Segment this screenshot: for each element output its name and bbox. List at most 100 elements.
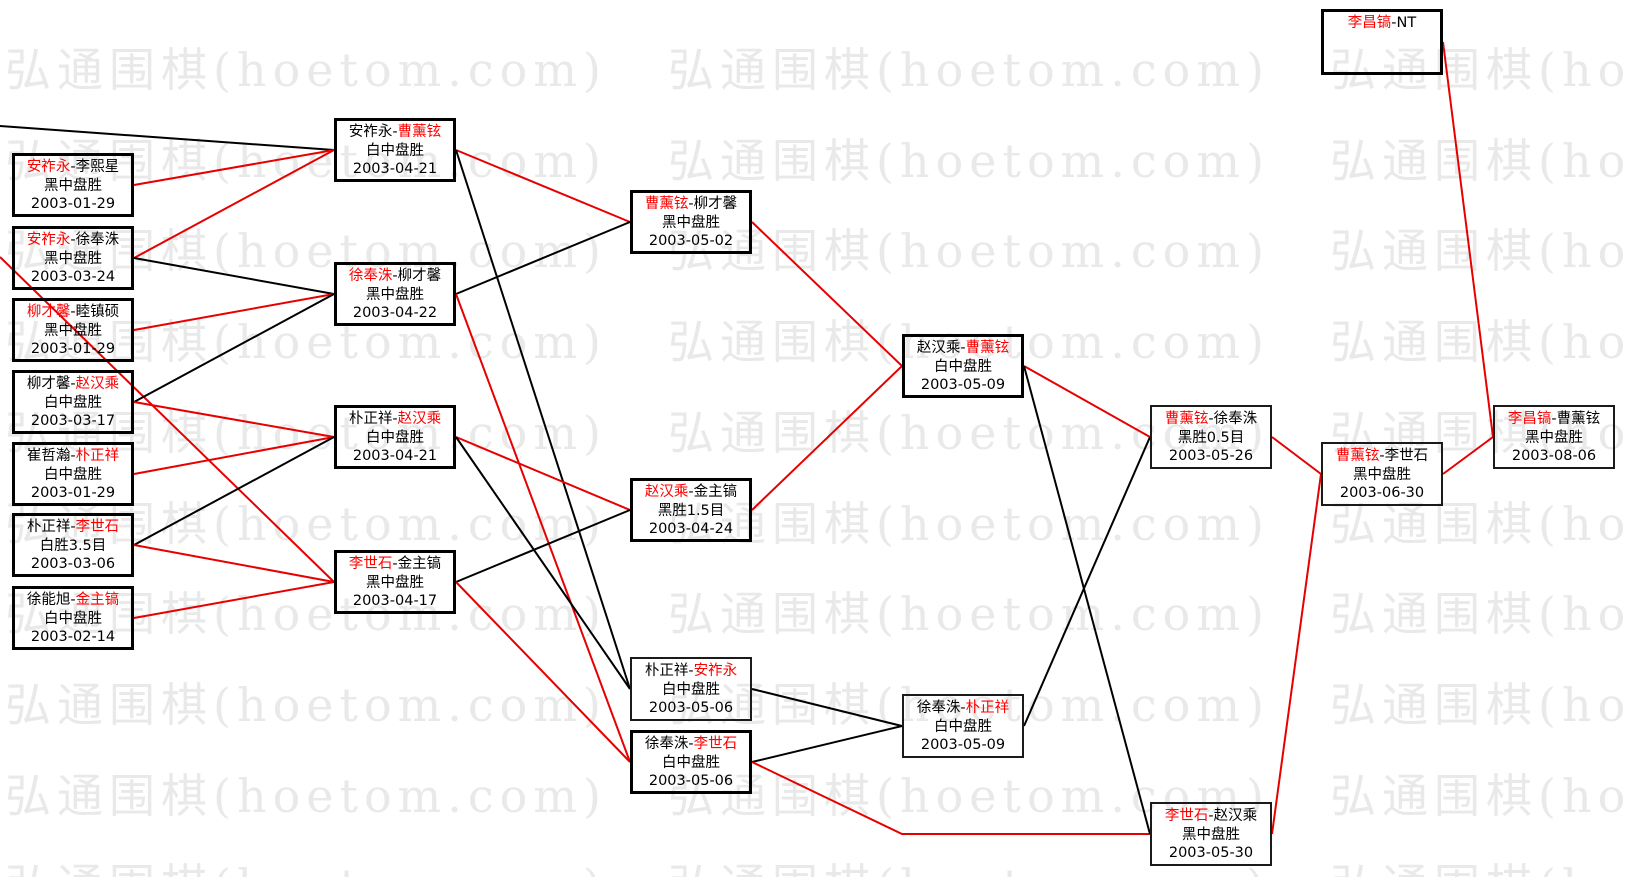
watermark-text: 弘通围棋(hoetom.com) — [668, 134, 1270, 188]
bracket-connector-black — [1023, 436, 1151, 727]
bracket-connector-red — [1023, 365, 1151, 438]
match-card: 安祚永-徐奉洙 黑中盘胜 2003-03-24 — [12, 226, 134, 290]
match-date: 2003-05-09 — [920, 737, 1006, 753]
match-date: 2003-05-02 — [648, 233, 734, 249]
match-date: 2003-06-30 — [1339, 485, 1425, 501]
player-name: 安祚永 — [693, 663, 738, 679]
player-name: 安祚永 — [26, 232, 71, 248]
name-separator: - — [392, 411, 398, 427]
watermark-text: 弘通围棋(hoetom.com) — [668, 497, 1270, 551]
watermark-text: 弘通围棋(hoetom.com) — [1330, 769, 1627, 823]
name-separator: - — [1208, 808, 1214, 824]
watermark-text: 弘通围棋(hoetom.com) — [668, 406, 1270, 460]
name-separator: - — [70, 159, 76, 175]
bracket-connector-black — [133, 257, 335, 295]
name-separator: - — [960, 700, 966, 716]
name-separator: - — [70, 448, 76, 464]
player-name: 朴正祥 — [965, 700, 1010, 716]
match-result: 黑胜0.5目 — [1177, 429, 1245, 446]
bracket-connector-red — [133, 401, 335, 438]
player-name: 柳才馨 — [693, 196, 738, 212]
match-date: 2003-02-14 — [30, 629, 116, 645]
player-name: 曹薰铉 — [1556, 411, 1601, 427]
watermark-text: 弘通围棋(hoetom.com) — [5, 678, 607, 732]
match-result: 白中盘胜 — [366, 429, 424, 446]
match-players: 曹薰铉-柳才馨 — [633, 195, 749, 214]
player-name: 赵汉乘 — [916, 340, 961, 356]
match-result: 白中盘胜 — [662, 681, 720, 698]
player-name: 曹薰铉 — [397, 124, 442, 140]
match-date: 2003-03-24 — [30, 269, 116, 285]
match-players: 安祚永-徐奉洙 — [15, 231, 131, 250]
name-separator: - — [392, 268, 398, 284]
match-players: 曹薰铉-徐奉洙 — [1152, 410, 1270, 429]
bracket-connector-red — [133, 544, 335, 583]
match-players: 柳才馨-赵汉乘 — [15, 375, 131, 394]
match-card: 徐奉洙-柳才馨 黑中盘胜 2003-04-22 — [334, 262, 456, 326]
match-card: 徐奉洙-朴正祥 白中盘胜 2003-05-09 — [902, 694, 1024, 758]
name-separator: - — [688, 484, 694, 500]
match-players: 朴正祥-赵汉乘 — [337, 410, 453, 429]
match-date: 2003-03-06 — [30, 556, 116, 572]
watermark-text: 弘通围棋(hoetom.com) — [668, 587, 1270, 641]
watermark-text: 弘通围棋(hoetom.com) — [1330, 43, 1627, 97]
match-date: 2003-03-17 — [30, 413, 116, 429]
player-name: 安祚永 — [348, 124, 393, 140]
bracket-connector-red — [455, 293, 631, 763]
player-name: 李世石 — [1384, 448, 1429, 464]
match-card: 柳才馨-赵汉乘 白中盘胜 2003-03-17 — [12, 370, 134, 434]
match-result: 白中盘胜 — [934, 358, 992, 375]
match-players: 李世石-赵汉乘 — [1152, 807, 1270, 826]
match-players: 赵汉乘-曹薰铉 — [905, 339, 1021, 358]
player-name: 安祚永 — [26, 159, 71, 175]
match-result: 黑中盘胜 — [1182, 826, 1240, 843]
match-result: 白中盘胜 — [934, 718, 992, 735]
name-separator: - — [1208, 411, 1214, 427]
bracket-connector-red — [455, 581, 631, 763]
bracket-connector-red — [751, 365, 903, 511]
player-name: 徐奉洙 — [1213, 411, 1258, 427]
watermark-text: 弘通围棋(hoetom.com) — [668, 769, 1270, 823]
player-name: 崔哲瀚 — [26, 448, 71, 464]
player-name: 徐奉洙 — [916, 700, 961, 716]
match-players: 徐奉洙-朴正祥 — [904, 699, 1022, 718]
name-separator: - — [688, 736, 694, 752]
bracket-connector-black — [0, 125, 335, 151]
match-result: 黑中盘胜 — [44, 177, 102, 194]
player-name: 李世石 — [693, 736, 738, 752]
player-name: 曹薰铉 — [1164, 411, 1209, 427]
player-name: 李世石 — [75, 519, 120, 535]
match-card: 曹薰铉-柳才馨 黑中盘胜 2003-05-02 — [630, 190, 752, 254]
name-separator: - — [70, 376, 76, 392]
bracket-connector-red — [1442, 436, 1494, 475]
player-name: 赵汉乘 — [1213, 808, 1258, 824]
match-date: 2003-01-29 — [30, 341, 116, 357]
player-name: 赵汉乘 — [397, 411, 442, 427]
player-name: 李昌镐 — [1347, 15, 1392, 31]
match-players: 李昌镐-曹薰铉 — [1495, 410, 1613, 429]
match-date: 2003-05-26 — [1168, 448, 1254, 464]
player-name: 金主镐 — [75, 592, 120, 608]
player-name: 朴正祥 — [348, 411, 393, 427]
player-name: 朴正祥 — [26, 519, 71, 535]
match-card: 曹薰铉-徐奉洙 黑胜0.5目 2003-05-26 — [1150, 405, 1272, 469]
match-players: 安祚永-李熙星 — [15, 158, 131, 177]
match-players: 安祚永-曹薰铉 — [337, 123, 453, 142]
bracket-connector-red — [133, 149, 335, 259]
player-name: 曹薰铉 — [965, 340, 1010, 356]
match-result: 白中盘胜 — [366, 142, 424, 159]
match-date: 2003-01-29 — [30, 485, 116, 501]
player-name: 金主镐 — [397, 556, 442, 572]
bracket-connector-red — [133, 293, 335, 331]
bracket-connector-red — [133, 149, 335, 186]
match-players: 赵汉乘-金主镐 — [633, 483, 749, 502]
match-card: 徐能旭-金主镐 白中盘胜 2003-02-14 — [12, 586, 134, 650]
match-players: 李昌镐-NT — [1324, 14, 1440, 33]
match-players: 朴正祥-李世石 — [15, 518, 131, 537]
match-card: 李昌镐-NT — [1321, 9, 1443, 75]
match-card: 朴正祥-李世石 白胜3.5目 2003-03-06 — [12, 513, 134, 577]
bracket-connector-black — [751, 725, 903, 763]
match-date: 2003-04-17 — [352, 593, 438, 609]
bracket-connector-black — [1023, 365, 1151, 835]
